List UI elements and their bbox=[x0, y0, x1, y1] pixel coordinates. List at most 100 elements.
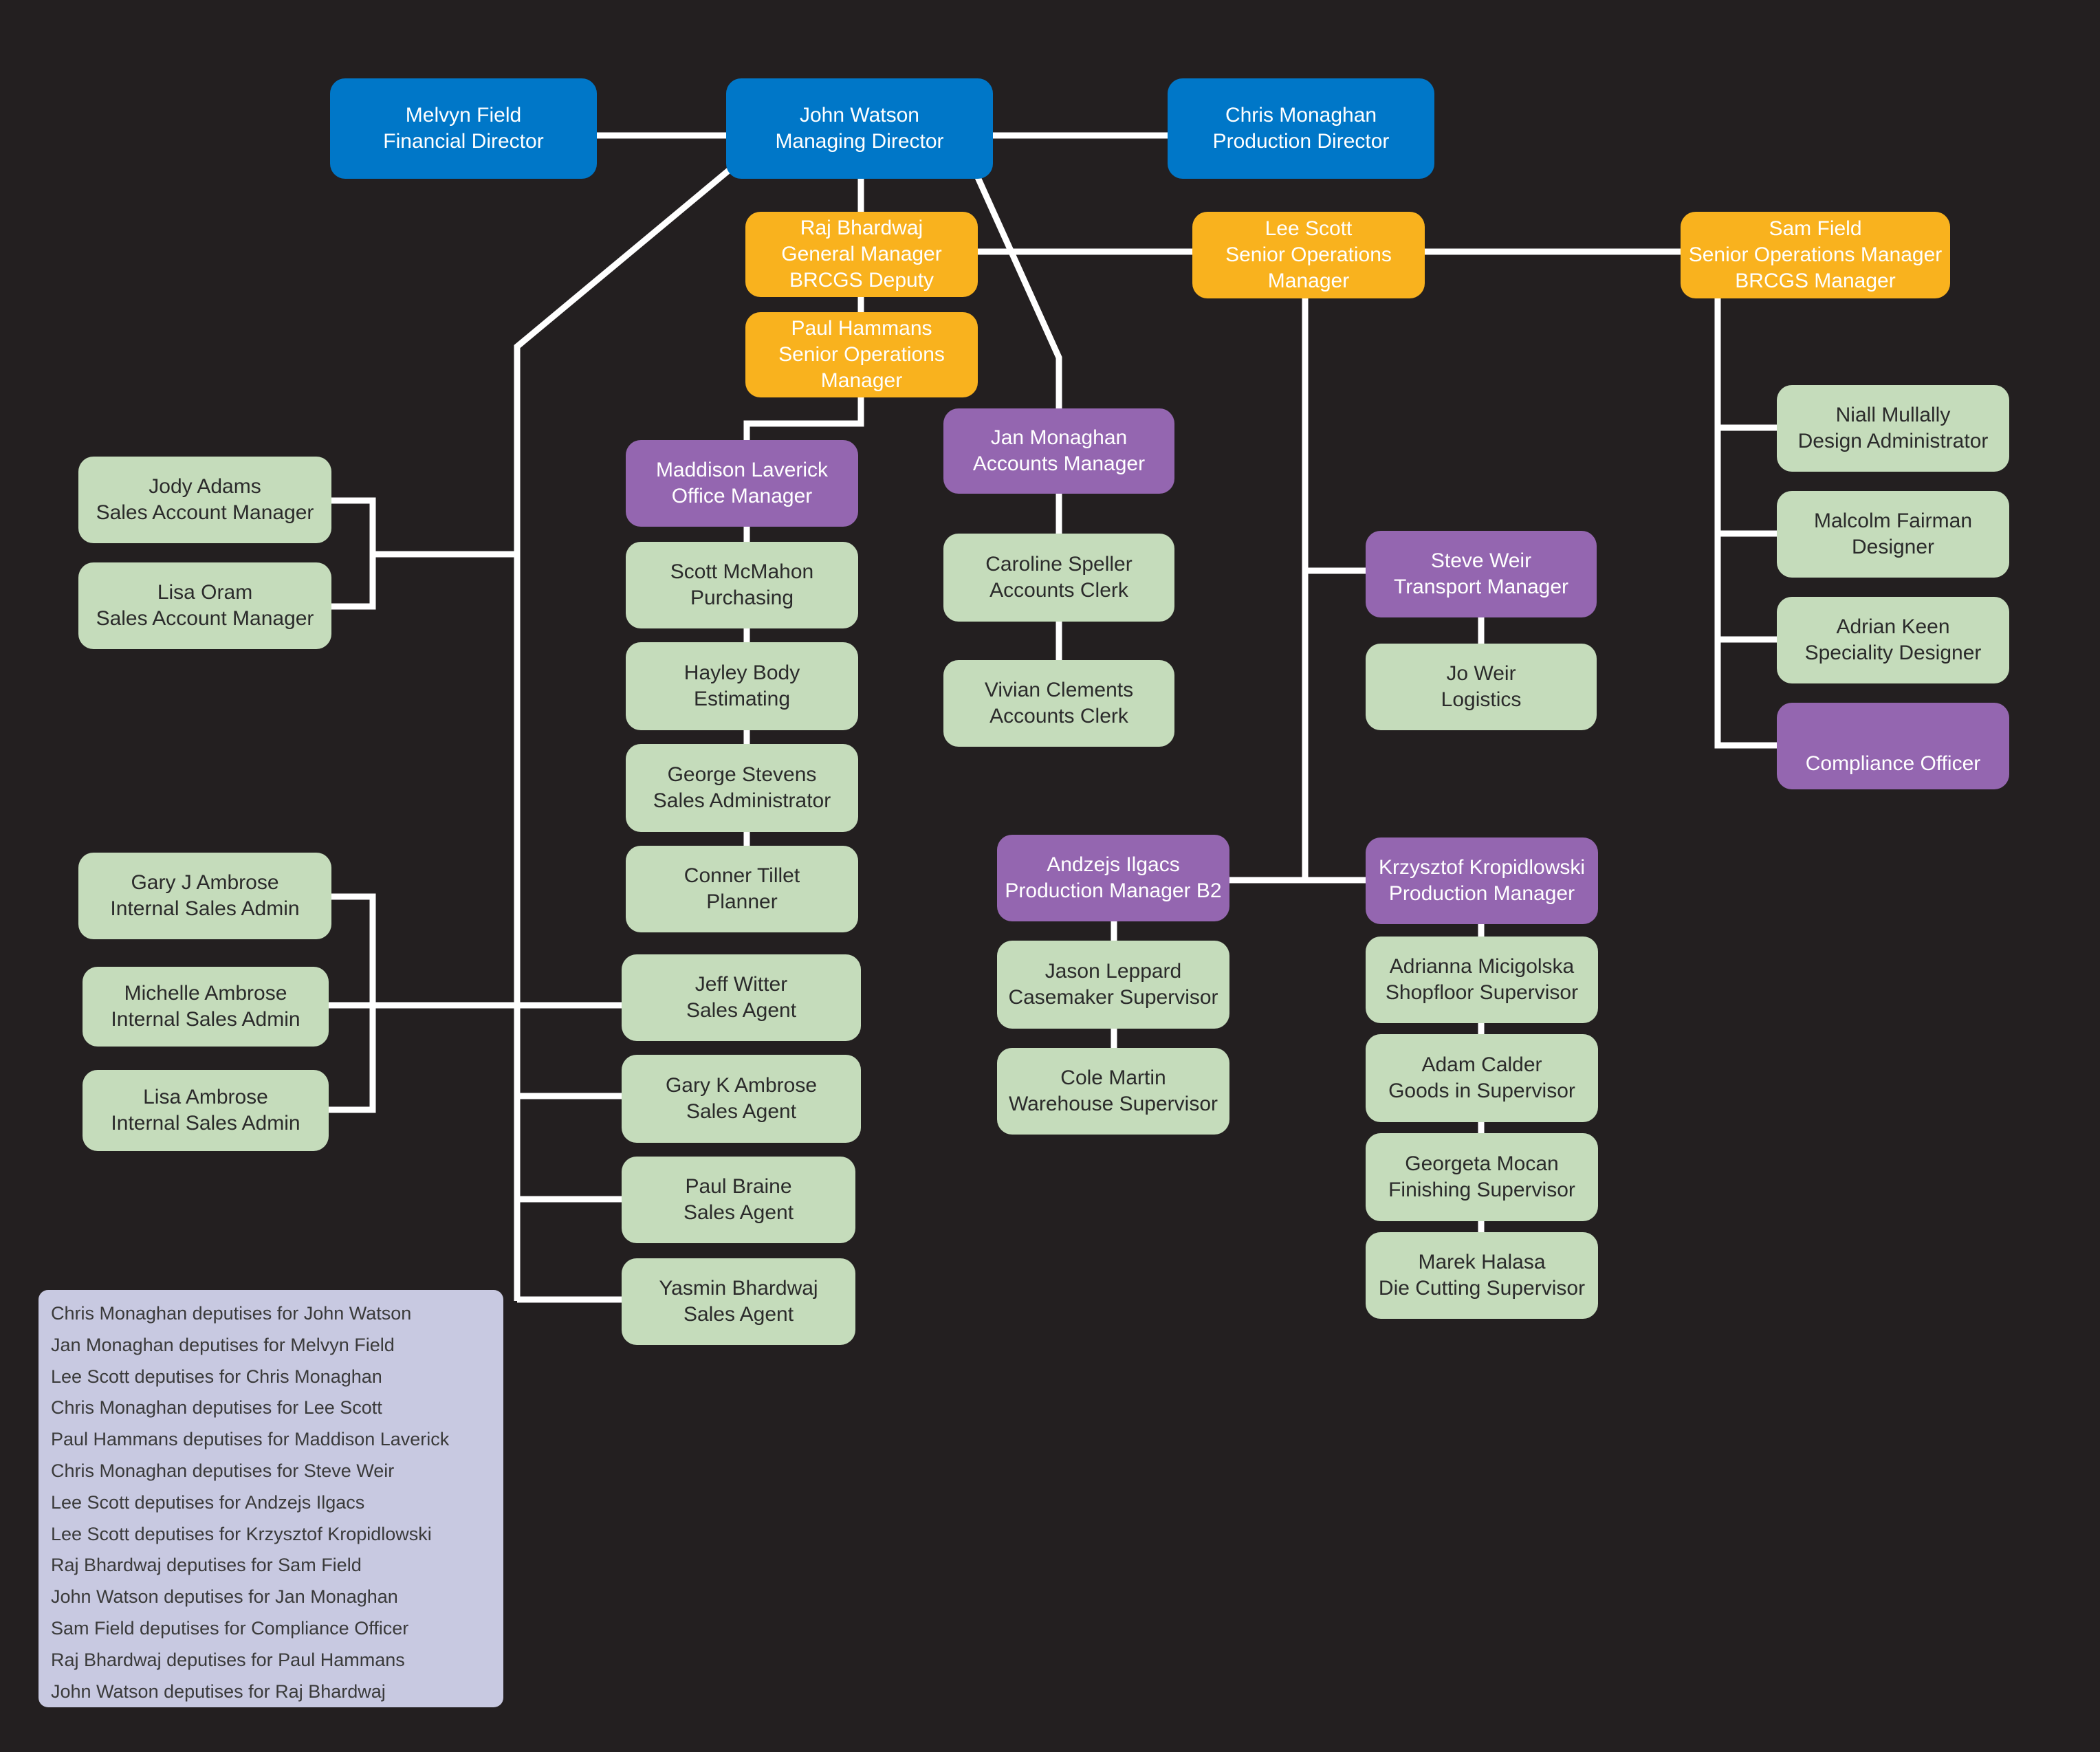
node-compliance-officer: Compliance Officer bbox=[1777, 703, 2009, 789]
deputy-note: Raj Bhardwaj deputises for Sam Field bbox=[51, 1555, 362, 1576]
node-role: Sales Agent bbox=[686, 999, 797, 1022]
node-yasmin-bhardwaj: Yasmin Bhardwaj Sales Agent bbox=[622, 1258, 855, 1345]
node-role-2: Manager bbox=[820, 369, 903, 392]
node-name: Scott McMahon bbox=[670, 560, 814, 583]
node-lisa-oram: Lisa Oram Sales Account Manager bbox=[78, 562, 331, 649]
node-role: Design Administrator bbox=[1797, 430, 1989, 452]
node-role-2: Manager bbox=[1267, 270, 1350, 292]
node-role: Production Manager B2 bbox=[1005, 879, 1222, 902]
node-role: Estimating bbox=[693, 688, 791, 710]
node-hayley-body: Hayley Body Estimating bbox=[626, 642, 858, 730]
node-role: Accounts Clerk bbox=[989, 705, 1128, 727]
node-name: Marek Halasa bbox=[1418, 1251, 1546, 1273]
node-jeff-witter: Jeff Witter Sales Agent bbox=[622, 954, 861, 1041]
node-name: Chris Monaghan bbox=[1225, 104, 1377, 127]
node-role: Accounts Clerk bbox=[989, 579, 1128, 602]
node-name: Jan Monaghan bbox=[990, 426, 1128, 449]
deputy-note: John Watson deputises for Raj Bhardwaj bbox=[51, 1680, 386, 1702]
node-jody-adams: Jody Adams Sales Account Manager bbox=[78, 457, 331, 543]
node-role: Purchasing bbox=[690, 587, 794, 609]
node-melvyn-field: Melvyn Field Financial Director bbox=[330, 78, 597, 179]
node-role: Die Cutting Supervisor bbox=[1378, 1277, 1586, 1300]
node-role: General Manager bbox=[781, 243, 942, 265]
node-name: Hayley Body bbox=[683, 661, 800, 684]
deputy-note: Lee Scott deputises for Chris Monaghan bbox=[51, 1366, 382, 1387]
node-name: Georgeta Mocan bbox=[1405, 1152, 1559, 1175]
node-gary-k-ambrose: Gary K Ambrose Sales Agent bbox=[622, 1055, 861, 1143]
deputy-note: Sam Field deputises for Compliance Offic… bbox=[51, 1617, 409, 1639]
node-name: Adam Calder bbox=[1421, 1053, 1542, 1076]
node-name: Jason Leppard bbox=[1044, 960, 1182, 983]
node-role: Sales Agent bbox=[683, 1201, 794, 1224]
node-role: Speciality Designer bbox=[1804, 642, 1982, 664]
node-name: Paul Hammans bbox=[791, 317, 932, 340]
node-name: Lisa Ambrose bbox=[143, 1086, 268, 1108]
node-name: Lisa Oram bbox=[157, 581, 253, 604]
node-jo-weir: Jo Weir Logistics bbox=[1366, 644, 1597, 730]
node-role: Sales Account Manager bbox=[96, 607, 314, 630]
node-role: Transport Manager bbox=[1393, 576, 1568, 598]
deputy-note: Raj Bhardwaj deputises for Paul Hammans bbox=[51, 1649, 405, 1670]
node-name: Conner Tillet bbox=[683, 864, 800, 887]
node-name: Melvyn Field bbox=[405, 104, 522, 127]
node-role: Sales Account Manager bbox=[96, 501, 314, 524]
node-role: Senior Operations Manager bbox=[1688, 243, 1943, 266]
node-name: Lee Scott bbox=[1265, 217, 1353, 240]
node-gary-j-ambrose: Gary J Ambrose Internal Sales Admin bbox=[78, 853, 331, 939]
node-role: Sales Administrator bbox=[653, 789, 831, 812]
node-chris-monaghan: Chris Monaghan Production Director bbox=[1168, 78, 1434, 179]
node-lee-scott: Lee Scott Senior Operations Manager bbox=[1192, 212, 1425, 298]
node-georgeta-mocan: Georgeta Mocan Finishing Supervisor bbox=[1366, 1133, 1598, 1221]
node-niall-mullally: Niall Mullally Design Administrator bbox=[1777, 385, 2009, 472]
node-name: Jeff Witter bbox=[694, 973, 788, 996]
node-name: Jody Adams bbox=[149, 475, 261, 498]
node-role: Office Manager bbox=[671, 485, 813, 507]
node-name: Cole Martin bbox=[1060, 1066, 1166, 1089]
node-name: Malcolm Fairman bbox=[1813, 510, 1973, 532]
node-role: Senior Operations bbox=[1225, 243, 1392, 266]
deputy-note: Jan Monaghan deputises for Melvyn Field bbox=[51, 1334, 395, 1355]
node-george-stevens: George Stevens Sales Administrator bbox=[626, 744, 858, 832]
node-role: Sales Agent bbox=[683, 1303, 794, 1326]
node-role: Goods in Supervisor bbox=[1388, 1080, 1575, 1102]
node-name: Caroline Speller bbox=[985, 553, 1133, 576]
node-cole-martin: Cole Martin Warehouse Supervisor bbox=[997, 1048, 1229, 1135]
node-john-watson: John Watson Managing Director bbox=[726, 78, 993, 179]
deputy-note: Chris Monaghan deputises for Steve Weir bbox=[51, 1460, 395, 1481]
node-role: Managing Director bbox=[775, 130, 944, 153]
node-sam-field: Sam Field Senior Operations Manager BRCG… bbox=[1681, 212, 1950, 298]
node-role: Internal Sales Admin bbox=[111, 1008, 300, 1031]
node-role: Warehouse Supervisor bbox=[1008, 1093, 1218, 1115]
node-conner-tillet: Conner Tillet Planner bbox=[626, 846, 858, 932]
node-role: Casemaker Supervisor bbox=[1008, 986, 1218, 1009]
node-name: Michelle Ambrose bbox=[124, 982, 287, 1005]
deputy-note: Lee Scott deputises for Andzejs Ilgacs bbox=[51, 1491, 365, 1513]
node-paul-hammans: Paul Hammans Senior Operations Manager bbox=[745, 312, 978, 397]
node-role: Production Director bbox=[1212, 130, 1390, 153]
node-adrian-keen: Adrian Keen Speciality Designer bbox=[1777, 597, 2009, 683]
node-role: Financial Director bbox=[383, 130, 544, 153]
deputy-note: Paul Hammans deputises for Maddison Lave… bbox=[51, 1429, 450, 1450]
deputy-note: John Watson deputises for Jan Monaghan bbox=[51, 1586, 398, 1608]
node-role-2: BRCGS Deputy bbox=[789, 269, 934, 292]
node-raj-bhardwaj: Raj Bhardwaj General Manager BRCGS Deput… bbox=[745, 212, 978, 297]
node-role: Logistics bbox=[1441, 688, 1522, 711]
deputy-note: Chris Monaghan deputises for John Watson bbox=[51, 1303, 412, 1324]
node-name: Sam Field bbox=[1769, 217, 1862, 240]
node-name: Yasmin Bhardwaj bbox=[659, 1277, 818, 1300]
node-name: Steve Weir bbox=[1430, 549, 1532, 572]
deputies-panel: Chris Monaghan deputises for John Watson… bbox=[39, 1290, 503, 1707]
node-marek-halasa: Marek Halasa Die Cutting Supervisor bbox=[1366, 1232, 1598, 1319]
deputy-note: Lee Scott deputises for Krzysztof Kropid… bbox=[51, 1523, 432, 1544]
node-role: Shopfloor Supervisor bbox=[1385, 981, 1579, 1004]
node-role: Sales Agent bbox=[686, 1100, 797, 1123]
node-scott-mcmahon: Scott McMahon Purchasing bbox=[626, 542, 858, 628]
node-role: Accounts Manager bbox=[972, 452, 1146, 475]
node-name: Adrianna Micigolska bbox=[1389, 955, 1575, 978]
node-name: Vivian Clements bbox=[984, 679, 1134, 701]
node-adam-calder: Adam Calder Goods in Supervisor bbox=[1366, 1034, 1598, 1122]
node-name: Raj Bhardwaj bbox=[800, 217, 923, 239]
node-role: Finishing Supervisor bbox=[1388, 1179, 1575, 1201]
node-adrianna-micigolska: Adrianna Micigolska Shopfloor Supervisor bbox=[1366, 937, 1598, 1023]
